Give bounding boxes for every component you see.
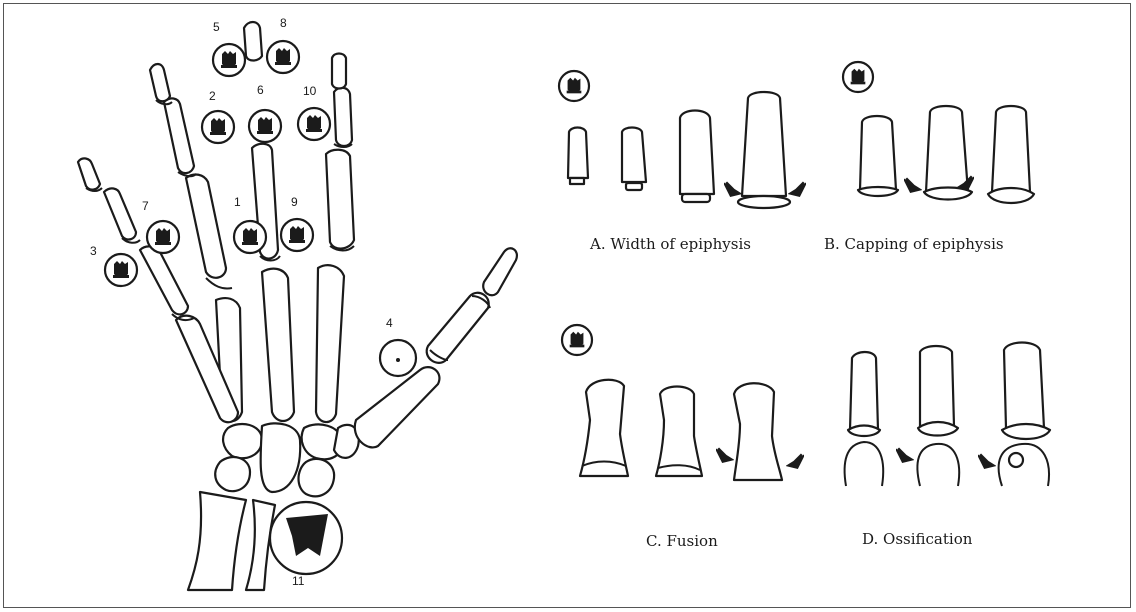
sesamoid-ossification <box>1009 453 1023 467</box>
panel-c-caption: C. Fusion <box>646 532 718 550</box>
phalanx-stage <box>568 128 588 179</box>
epiphysis <box>682 194 710 202</box>
stage-symbol-icon <box>851 69 866 85</box>
arrow-icon <box>897 448 912 462</box>
sesamoid-dot <box>396 358 400 362</box>
arrow-icon <box>725 182 740 196</box>
carpal-bone <box>215 457 250 491</box>
little-proximal-phalanx <box>140 246 188 314</box>
phalanx-stage <box>742 92 786 196</box>
stage-symbol-icon <box>155 228 171 245</box>
panel-b: B. Capping of epiphysis <box>824 62 1034 253</box>
stage-symbol-icon <box>306 115 322 132</box>
panel-c: C. Fusion <box>562 325 803 550</box>
phalanx-stage <box>734 383 782 480</box>
phalanx-stage <box>656 387 702 477</box>
stage-symbol-icon <box>567 78 582 94</box>
phalanx-stage <box>920 346 954 426</box>
site-number: 4 <box>386 316 393 330</box>
carpal-bone <box>299 459 335 496</box>
ring-metacarpal <box>316 265 344 422</box>
epiphysis <box>858 187 898 196</box>
site-number: 3 <box>90 244 97 258</box>
phalanx-stage <box>926 106 968 192</box>
arrow-icon <box>788 454 803 468</box>
arrow-icon <box>717 448 732 462</box>
little-distal-phalanx <box>78 158 100 189</box>
panel-d-caption: D. Ossification <box>862 530 973 548</box>
stage-symbol-icon <box>257 117 273 134</box>
thumb-metacarpal <box>355 367 440 447</box>
index-proximal-phalanx <box>186 175 226 278</box>
site-number: 11 <box>292 574 305 588</box>
stage-symbol-icon <box>289 226 305 243</box>
site-number: 9 <box>291 195 298 209</box>
stage-symbol-icon <box>242 228 258 245</box>
stage-symbol-icon <box>275 48 291 65</box>
radius-bone <box>188 492 246 590</box>
arrow-icon <box>979 454 994 468</box>
epiphysis <box>848 426 880 437</box>
arrow-icon <box>790 182 805 196</box>
ring-proximal-phalanx <box>326 150 354 249</box>
epiphysis <box>988 188 1034 203</box>
index-distal-phalanx <box>150 64 170 101</box>
phalanx-stage <box>1004 343 1044 429</box>
site-number: 5 <box>213 20 220 34</box>
phalanx-stage <box>860 116 896 190</box>
epiphysis <box>626 183 642 190</box>
thumb-distal-phalanx <box>483 248 517 295</box>
stage-symbol-icon <box>570 332 585 348</box>
panel-a: A. Width of epiphysis <box>559 71 805 253</box>
site-number: 1 <box>234 195 241 209</box>
site-number: 8 <box>280 16 287 30</box>
site-number: 2 <box>209 89 216 103</box>
middle-distal-phalanx <box>244 22 262 61</box>
site-number: 10 <box>303 84 317 98</box>
epiphysis <box>918 422 958 436</box>
phalanx-stage <box>680 111 714 195</box>
panel-b-caption: B. Capping of epiphysis <box>824 235 1004 253</box>
carpal-bone <box>223 424 262 458</box>
phalanx-stage <box>850 352 878 430</box>
epiphysis <box>570 178 584 184</box>
stage-symbol-icon <box>210 118 226 135</box>
thumb-phalanx <box>427 293 489 363</box>
stage-symbol-icon <box>113 261 129 278</box>
ring-middle-phalanx <box>334 88 352 146</box>
panel-d: D. Ossification <box>845 343 1050 549</box>
site-number: 7 <box>142 199 149 213</box>
panel-a-caption: A. Width of epiphysis <box>589 235 751 253</box>
arrow-icon <box>905 178 920 192</box>
phalanx-stage <box>622 128 646 183</box>
little-middle-phalanx <box>104 188 136 239</box>
epiphysis <box>738 196 790 208</box>
stage-symbol-icon <box>221 51 237 68</box>
site-number: 6 <box>257 83 264 97</box>
middle-metacarpal <box>262 269 294 421</box>
index-middle-phalanx <box>164 98 194 173</box>
phalanx-stage <box>992 106 1030 192</box>
carpal-bone <box>261 423 301 492</box>
ring-distal-phalanx <box>332 54 346 89</box>
epiphysis <box>1002 424 1050 439</box>
